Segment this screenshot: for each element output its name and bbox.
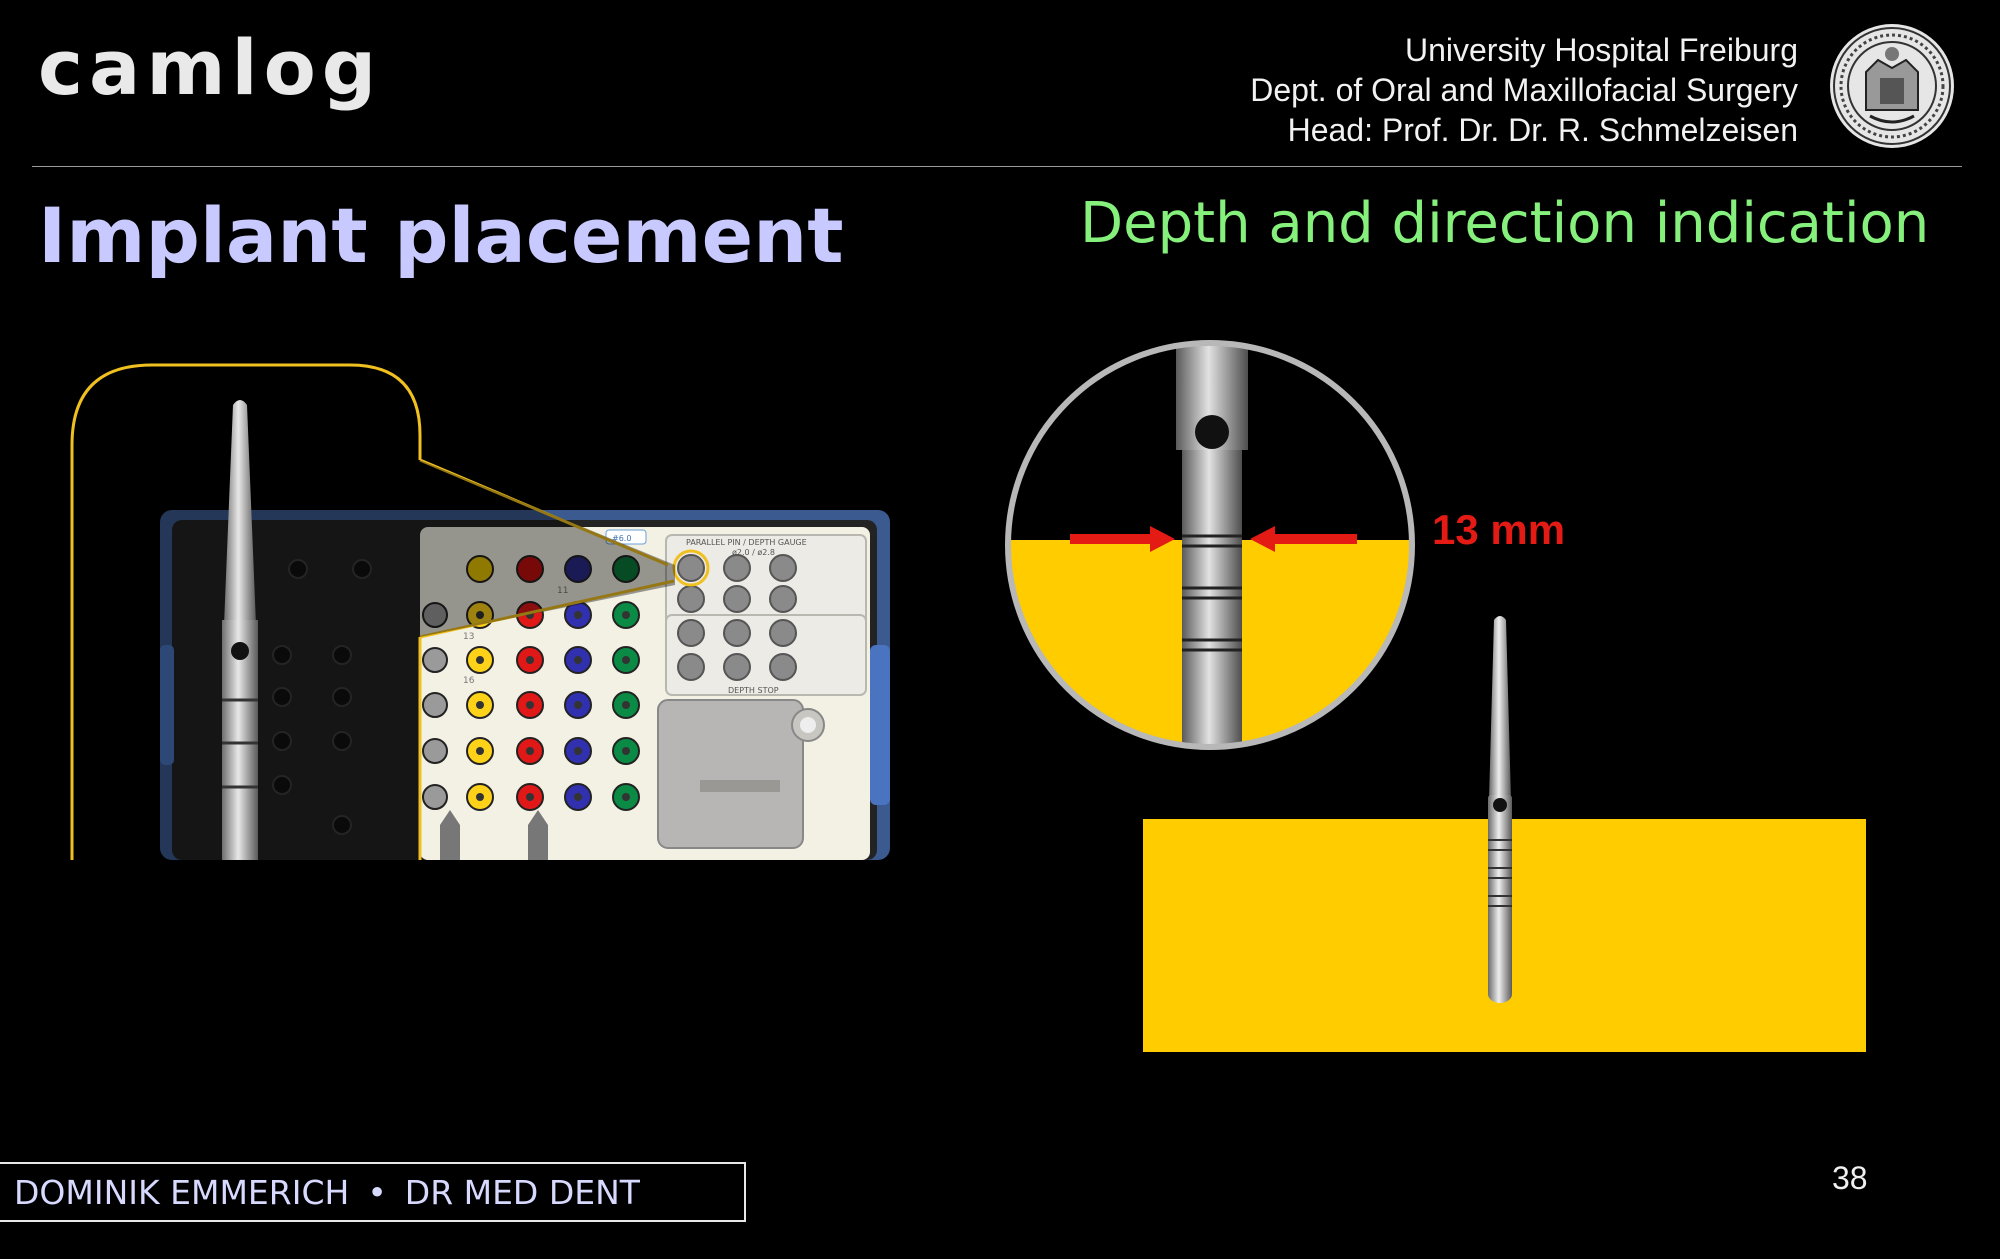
author-degree: DR MED DENT (404, 1173, 640, 1212)
depth-detail-magnifier (1005, 340, 1415, 750)
gauge-pin-inserted (1488, 616, 1512, 1003)
slide-number: 38 (1832, 1160, 1868, 1196)
gauge-subheader: ø2.0 / ø2.8 (732, 548, 775, 557)
tray-tag: #6.0 (612, 534, 631, 543)
row-label-16: 16 (463, 676, 475, 686)
depth-stop-label: DEPTH STOP (728, 686, 779, 695)
author-name: DOMINIK EMMERICH (14, 1173, 350, 1212)
institution-block: University Hospital Freiburg Dept. of Or… (898, 30, 1798, 150)
institution-line-3: Head: Prof. Dr. Dr. R. Schmelzeisen (1287, 112, 1798, 148)
gauge-header: PARALLEL PIN / DEPTH GAUGE (686, 538, 807, 547)
measurement-arrows (1070, 526, 1357, 552)
surgical-kit-figure: 11 13 16 PARALLEL PIN / DEPTH GAUGE ø2.0… (70, 363, 890, 860)
row-label-11: 11 (557, 586, 568, 596)
section-subtitle: Depth and direction indication (1080, 191, 1930, 256)
camlog-logo: camlog (38, 23, 383, 112)
author-footer: DOMINIK EMMERICH • DR MED DENT (0, 1162, 746, 1222)
institution-line-2: Dept. of Oral and Maxillofacial Surgery (1250, 72, 1798, 108)
measurement-label: 13 mm (1432, 506, 1566, 553)
row-label-13: 13 (463, 632, 474, 642)
page-title: Implant placement (38, 191, 844, 280)
university-seal-icon (1830, 24, 1954, 148)
callout-frame (70, 363, 422, 860)
depth-gauge-pin-zoom (222, 400, 258, 860)
header-divider (32, 166, 1962, 167)
footer-separator: • (367, 1173, 387, 1212)
drill-plate (657, 699, 804, 849)
selected-gauge-highlight (672, 549, 710, 587)
pin-in-bone-figure (1143, 616, 1866, 1052)
institution-line-1: University Hospital Freiburg (1404, 32, 1798, 68)
